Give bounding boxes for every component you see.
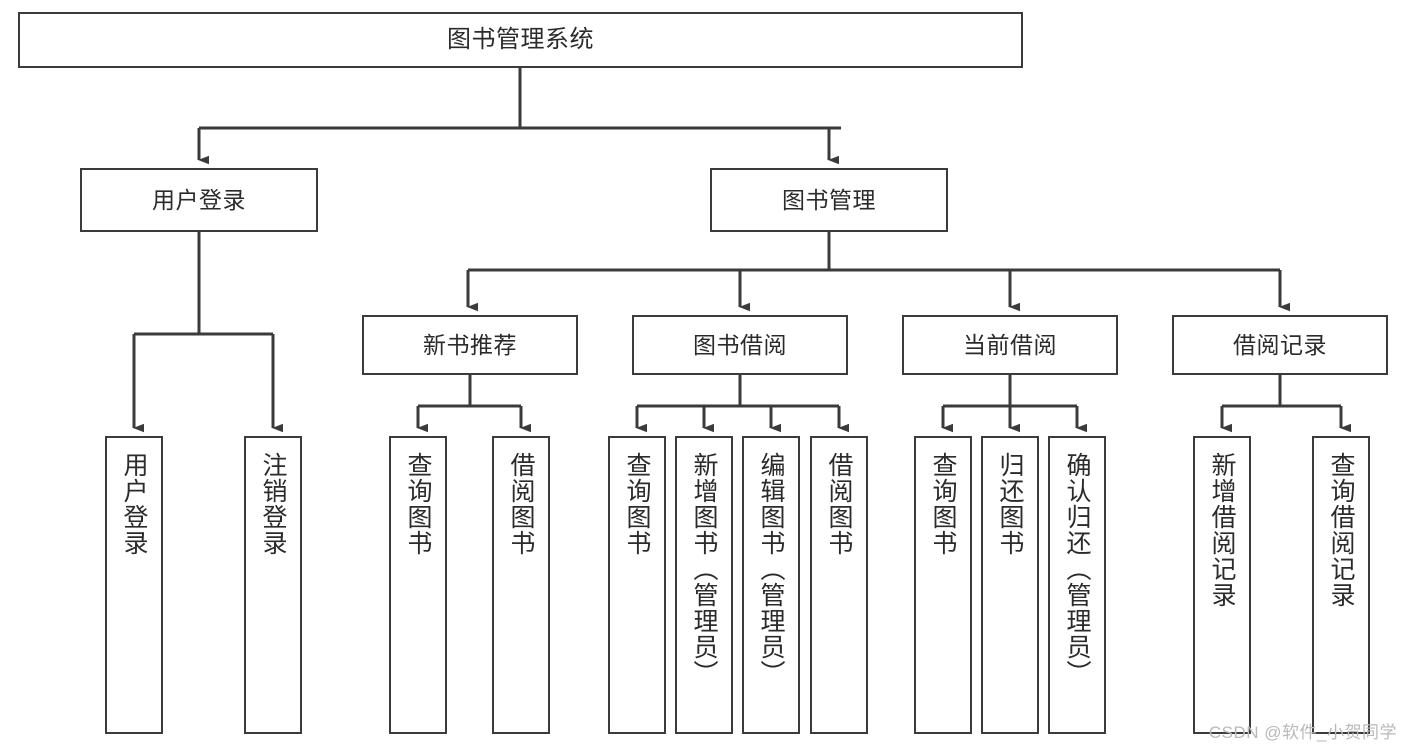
node-leaf-query-record-label: 查询借阅记录 bbox=[1327, 452, 1355, 608]
node-leaf-user-login-label: 用户登录 bbox=[120, 452, 148, 556]
node-leaf-add-record[interactable]: 新增借阅记录 bbox=[1193, 436, 1251, 734]
node-leaf-add-book[interactable]: 新增图书（管理员） bbox=[675, 436, 733, 734]
node-current-borrow[interactable]: 当前借阅 bbox=[902, 315, 1118, 375]
node-leaf-confirm-return-label: 确认归还（管理员） bbox=[1063, 452, 1091, 686]
node-leaf-add-book-label: 新增图书（管理员） bbox=[690, 452, 718, 686]
node-book-manage[interactable]: 图书管理 bbox=[710, 168, 948, 232]
node-leaf-query-book-3[interactable]: 查询图书 bbox=[914, 436, 972, 734]
node-borrow-record[interactable]: 借阅记录 bbox=[1172, 315, 1388, 375]
node-book-manage-label: 图书管理 bbox=[782, 186, 876, 213]
node-leaf-add-record-label: 新增借阅记录 bbox=[1208, 452, 1236, 608]
node-leaf-user-logout[interactable]: 注销登录 bbox=[244, 436, 302, 734]
node-root-label: 图书管理系统 bbox=[447, 26, 594, 54]
node-borrow-record-label: 借阅记录 bbox=[1233, 331, 1327, 358]
node-leaf-query-book-1-label: 查询图书 bbox=[404, 452, 432, 556]
node-leaf-query-book-2-label: 查询图书 bbox=[623, 452, 651, 556]
node-new-book-rec[interactable]: 新书推荐 bbox=[362, 315, 578, 375]
node-leaf-query-book-1[interactable]: 查询图书 bbox=[389, 436, 447, 734]
node-user-login-label: 用户登录 bbox=[152, 186, 246, 213]
node-book-borrow[interactable]: 图书借阅 bbox=[632, 315, 848, 375]
node-book-borrow-label: 图书借阅 bbox=[693, 331, 787, 358]
csdn-watermark: CSDN @软件_小贺同学 bbox=[1208, 723, 1397, 742]
node-leaf-borrow-book-2-label: 借阅图书 bbox=[825, 452, 853, 556]
node-current-borrow-label: 当前借阅 bbox=[963, 331, 1057, 358]
node-root[interactable]: 图书管理系统 bbox=[18, 12, 1023, 68]
node-leaf-edit-book[interactable]: 编辑图书（管理员） bbox=[742, 436, 800, 734]
node-leaf-borrow-book-2[interactable]: 借阅图书 bbox=[810, 436, 868, 734]
node-leaf-query-record[interactable]: 查询借阅记录 bbox=[1312, 436, 1370, 734]
node-new-book-rec-label: 新书推荐 bbox=[423, 331, 517, 358]
node-leaf-confirm-return[interactable]: 确认归还（管理员） bbox=[1048, 436, 1106, 734]
node-user-login[interactable]: 用户登录 bbox=[80, 168, 318, 232]
node-leaf-borrow-book-1-label: 借阅图书 bbox=[507, 452, 535, 556]
node-leaf-edit-book-label: 编辑图书（管理员） bbox=[757, 452, 785, 686]
node-leaf-user-logout-label: 注销登录 bbox=[259, 452, 287, 556]
node-leaf-user-login[interactable]: 用户登录 bbox=[105, 436, 163, 734]
node-leaf-query-book-3-label: 查询图书 bbox=[929, 452, 957, 556]
node-leaf-query-book-2[interactable]: 查询图书 bbox=[608, 436, 666, 734]
node-leaf-borrow-book-1[interactable]: 借阅图书 bbox=[492, 436, 550, 734]
node-leaf-return-book[interactable]: 归还图书 bbox=[981, 436, 1039, 734]
node-leaf-return-book-label: 归还图书 bbox=[996, 452, 1024, 556]
